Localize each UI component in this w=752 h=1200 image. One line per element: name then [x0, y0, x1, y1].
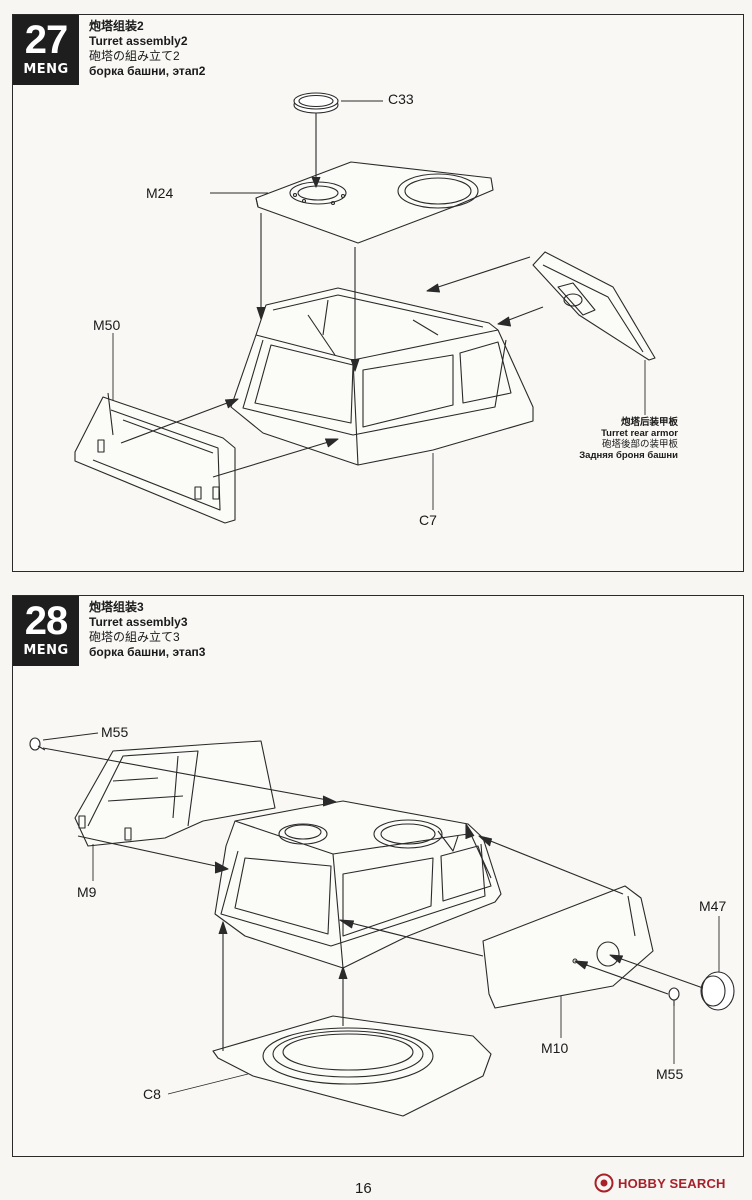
part-m47-cap: [700, 971, 735, 1011]
page-number: 16: [355, 1180, 372, 1197]
label-m55-right: M55: [656, 1066, 684, 1082]
title-ru: борка башни, этап2: [89, 64, 206, 78]
leader-lines: [42, 732, 720, 1095]
assembly-arrows: [120, 113, 544, 478]
label-m24: M24: [146, 185, 174, 201]
title-zh: 炮塔组装3: [89, 600, 144, 614]
part-c8-base: [212, 1015, 492, 1117]
part-rear-armor: [532, 251, 656, 361]
part-c33-hatch: [293, 92, 339, 114]
title-ja: 砲塔の組み立て3: [89, 630, 180, 644]
step-27-titles: 炮塔组装2 Turret assembly2 砲塔の組み立て2 борка ба…: [89, 19, 205, 79]
part-m55-bolt-right: [668, 987, 680, 1006]
part-m9-plate: [74, 740, 276, 847]
step-28-titles: 炮塔组装3 Turret assembly3 砲塔の組み立て3 борка ба…: [89, 600, 205, 660]
step-28-badge: 28 MENG: [13, 596, 79, 666]
step-28-drawing: [29, 732, 735, 1117]
title-ja: 砲塔の組み立て2: [89, 49, 180, 63]
part-m10-plate: [482, 885, 654, 1009]
brand-logo: MENG: [23, 643, 69, 658]
step-number: 28: [24, 599, 69, 643]
label-m10: M10: [541, 1040, 569, 1056]
brand-logo: MENG: [23, 62, 69, 77]
label-m9: M9: [77, 884, 97, 900]
title-en: Turret assembly2: [89, 34, 188, 48]
step-28-panel: 28 MENG 炮塔组装3 Turret assembly3 砲塔の組み立て3 …: [12, 595, 744, 1157]
title-zh: 炮塔组装2: [89, 19, 144, 33]
title-ru: борка башни, этап3: [89, 645, 206, 659]
part-m24-roof: [255, 161, 494, 244]
part-c7-turret-body: [230, 287, 534, 466]
watermark: HOBBY SEARCH: [594, 1171, 726, 1195]
label-c8: C8: [143, 1086, 161, 1102]
label-m50: M50: [93, 317, 121, 333]
step-27-panel: 27 MENG 炮塔组装2 Turret assembly2 砲塔の組み立て2 …: [12, 14, 744, 572]
assembly-arrows: [42, 747, 704, 1051]
label-m55-left: M55: [101, 724, 129, 740]
step-27-badge: 27 MENG: [13, 15, 79, 85]
title-en: Turret assembly3: [89, 615, 188, 629]
part-m55-bolt-left: [29, 737, 46, 751]
callout-en: Turret rear armor: [601, 428, 678, 439]
watermark-text: HOBBY SEARCH: [618, 1175, 726, 1191]
callout-ru: Задняя броня башни: [579, 450, 678, 461]
callout-zh: 炮塔后装甲板: [620, 417, 678, 428]
label-c33: C33: [388, 91, 414, 107]
label-c7: C7: [419, 512, 437, 528]
leader-lines: [112, 100, 646, 510]
part-m50-plate: [74, 392, 236, 524]
part-turret-assembly: [214, 800, 502, 969]
callout-ja: 砲塔後部の装甲板: [601, 439, 678, 450]
step-number: 27: [24, 18, 69, 62]
label-m47: M47: [699, 898, 727, 914]
hobbysearch-logo-icon: [594, 1173, 614, 1193]
step-27-drawing: [74, 92, 656, 524]
callout-rear-armor: 炮塔后装甲板 Turret rear armor 砲塔後部の装甲板 Задняя…: [558, 417, 678, 461]
